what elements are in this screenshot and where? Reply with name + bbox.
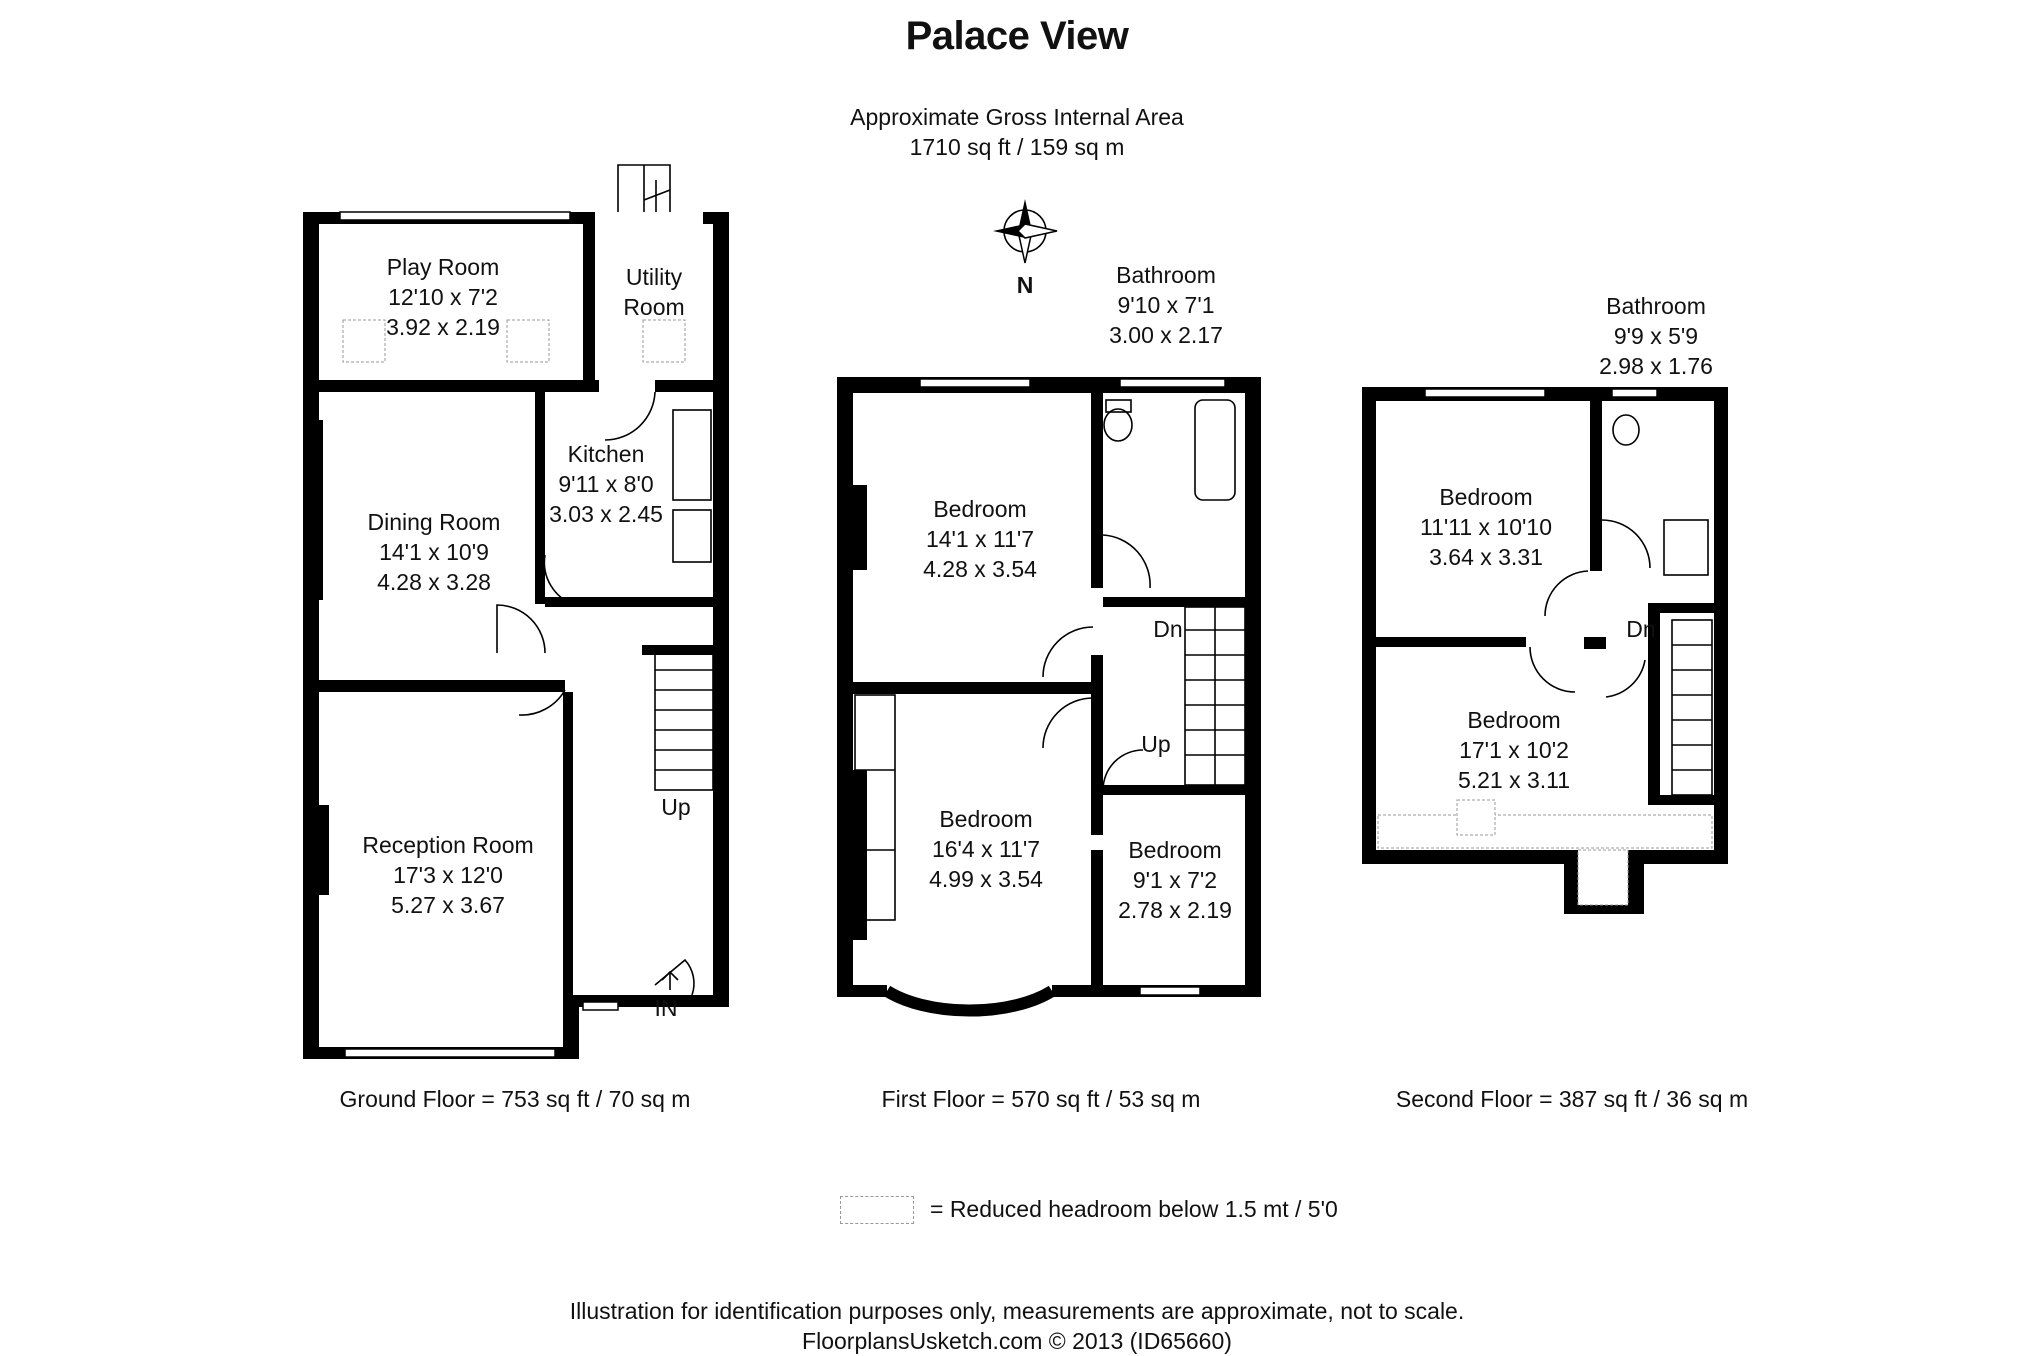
room-name: Bedroom [939, 806, 1032, 832]
room-size-metric: 4.28 x 3.54 [923, 556, 1037, 582]
ground-floor-area-label: Ground Floor = 753 sq ft / 70 sq m [339, 1086, 691, 1112]
gross-area-value: 1710 sq ft / 159 sq m [909, 134, 1125, 160]
gross-internal-area: Approximate Gross Internal Area 1710 sq … [850, 102, 1184, 162]
room-first-bathroom: Bathroom 9'10 x 7'1 3.00 x 2.17 [1109, 262, 1223, 348]
wall [303, 212, 319, 1057]
room-size-imperial: 9'9 x 5'9 [1614, 323, 1698, 349]
stairs-down-label: Dn [1626, 616, 1655, 642]
copyright-text: FloorplansUsketch.com © 2013 (ID65660) [802, 1328, 1232, 1354]
legend-text: = Reduced headroom below 1.5 mt / 5'0 [930, 1196, 1338, 1222]
room-reception: Reception Room 17'3 x 12'0 5.27 x 3.67 [362, 832, 533, 918]
stairs-down-label: Dn [1153, 616, 1182, 642]
ground-floor-plan [303, 164, 729, 1059]
second-floor-area-label: Second Floor = 387 sq ft / 36 sq m [1395, 1086, 1749, 1112]
room-name: Dining Room [368, 509, 501, 535]
stairs-up-label: Up [661, 794, 690, 820]
room-size-imperial: 9'10 x 7'1 [1117, 292, 1214, 318]
room-size-imperial: 14'1 x 11'7 [926, 526, 1034, 552]
room-second-bedroom-front: Bedroom 11'11 x 10'10 3.64 x 3.31 [1420, 484, 1552, 570]
room-size-metric: 3.64 x 3.31 [1429, 544, 1543, 570]
room-size-imperial: 12'10 x 7'2 [388, 284, 498, 310]
compass-north-label: N [1017, 272, 1034, 298]
first-floor-plan [837, 377, 1261, 1017]
room-size-metric: 5.27 x 3.67 [391, 892, 505, 918]
room-size-metric: 3.00 x 2.17 [1109, 322, 1223, 348]
room-size-imperial: 14'1 x 10'9 [379, 539, 489, 565]
room-size-metric: 2.78 x 2.19 [1118, 897, 1232, 923]
disclaimer-text: Illustration for identification purposes… [569, 1298, 1465, 1324]
room-name: Bedroom [933, 496, 1026, 522]
room-dining: Dining Room 14'1 x 10'9 4.28 x 3.28 [368, 509, 501, 595]
room-size-imperial: 9'1 x 7'2 [1133, 867, 1217, 893]
room-play: Play Room 12'10 x 7'2 3.92 x 2.19 [386, 254, 500, 340]
room-name: Bathroom [1606, 293, 1706, 319]
room-size-metric: 5.21 x 3.11 [1458, 767, 1570, 793]
room-name: Kitchen [568, 441, 645, 467]
room-size-imperial: 17'1 x 10'2 [1459, 737, 1569, 763]
room-first-bedroom-bay: Bedroom 16'4 x 11'7 4.99 x 3.54 [929, 806, 1043, 892]
plan-title: Palace View [905, 14, 1129, 58]
room-second-bedroom-rear: Bedroom 17'1 x 10'2 5.21 x 3.11 [1458, 707, 1570, 793]
room-name: Play Room [387, 254, 499, 280]
room-size-imperial: 9'11 x 8'0 [558, 471, 653, 497]
room-name: Utility [626, 264, 683, 290]
room-size-imperial: 17'3 x 12'0 [393, 862, 503, 888]
room-name: Bathroom [1116, 262, 1216, 288]
second-floor-plan [1362, 387, 1728, 914]
stairs-up-label: Up [1141, 731, 1170, 757]
room-name: Bedroom [1439, 484, 1532, 510]
room-utility: Utility Room [623, 264, 684, 320]
room-kitchen: Kitchen 9'11 x 8'0 3.03 x 2.45 [549, 441, 663, 527]
room-size-metric: 3.92 x 2.19 [386, 314, 500, 340]
disclaimer: Illustration for identification purposes… [570, 1296, 1464, 1356]
room-first-bedroom-small: Bedroom 9'1 x 7'2 2.78 x 2.19 [1118, 837, 1232, 923]
room-name: Bedroom [1128, 837, 1221, 863]
room-name: Room [623, 294, 684, 320]
room-size-metric: 3.03 x 2.45 [549, 501, 663, 527]
room-first-bedroom-front: Bedroom 14'1 x 11'7 4.28 x 3.54 [923, 496, 1037, 582]
room-size-metric: 4.28 x 3.28 [377, 569, 491, 595]
first-floor-area-label: First Floor = 570 sq ft / 53 sq m [881, 1086, 1201, 1112]
gross-area-heading: Approximate Gross Internal Area [850, 104, 1184, 130]
reduced-headroom-swatch [840, 1196, 914, 1224]
compass-icon [993, 199, 1058, 264]
entrance-label: IN [655, 995, 678, 1021]
room-size-metric: 2.98 x 1.76 [1599, 353, 1713, 379]
room-size-imperial: 16'4 x 11'7 [932, 836, 1040, 862]
room-size-imperial: 11'11 x 10'10 [1420, 514, 1552, 540]
room-second-bathroom: Bathroom 9'9 x 5'9 2.98 x 1.76 [1599, 293, 1713, 379]
room-name: Bedroom [1467, 707, 1560, 733]
room-size-metric: 4.99 x 3.54 [929, 866, 1043, 892]
room-name: Reception Room [362, 832, 533, 858]
